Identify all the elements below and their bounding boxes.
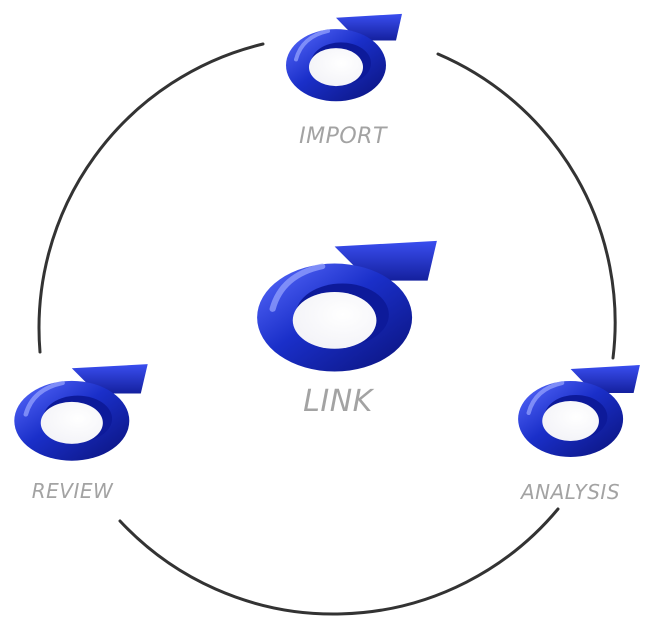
arc-review-to-import [37, 42, 265, 354]
arc-analysis-to-review [118, 507, 560, 616]
node-label-review: REVIEW [31, 479, 114, 503]
sigma-logo-icon [14, 364, 147, 461]
node-label-link: LINK [303, 384, 373, 419]
node-label-import: IMPORT [299, 124, 387, 149]
node-label-analysis: ANALYSIS [520, 480, 621, 504]
sigma-logo-icon [518, 365, 640, 457]
cycle-arcs [37, 42, 617, 616]
arc-import-to-analysis [436, 52, 617, 360]
sigma-logo-icon [257, 241, 437, 372]
sigma-logo-icon [284, 11, 404, 104]
